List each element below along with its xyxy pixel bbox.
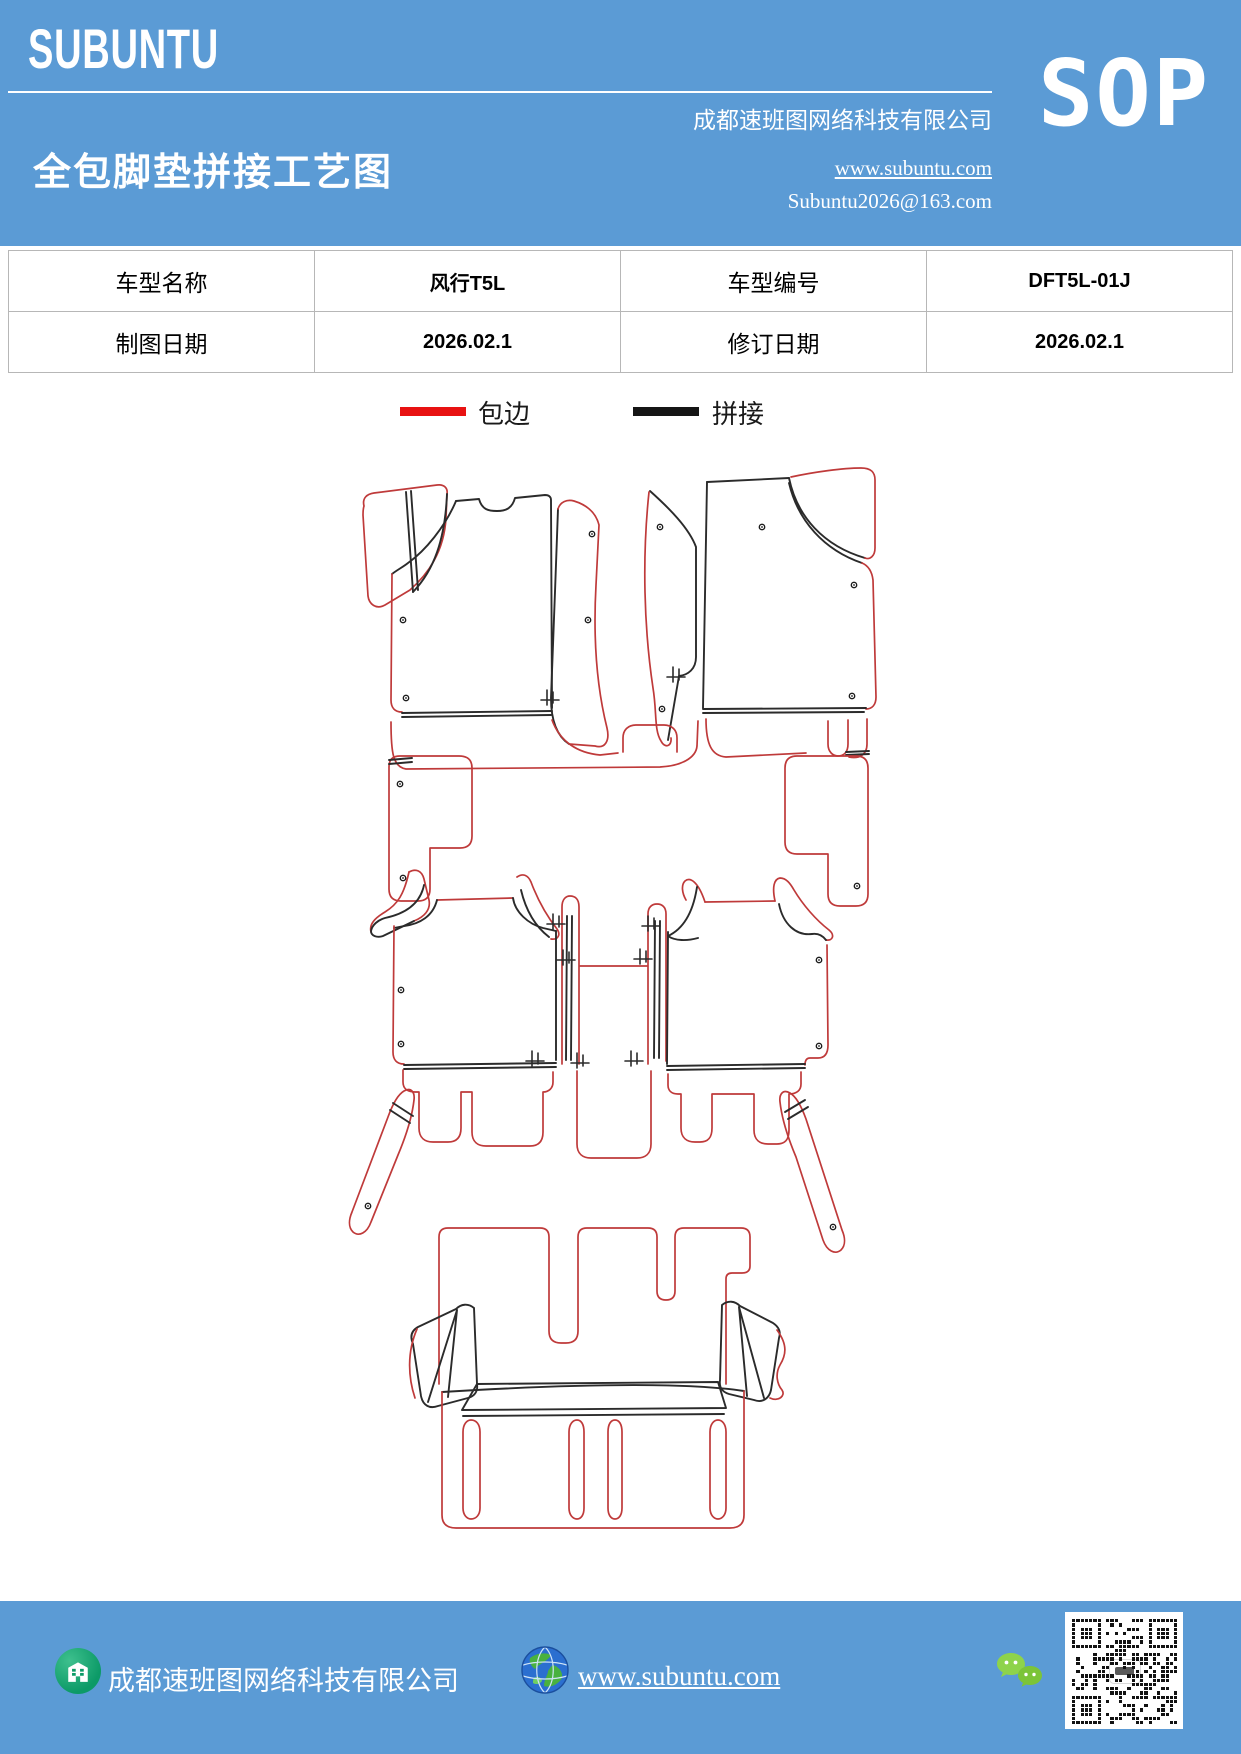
company-building-icon — [55, 1648, 101, 1694]
legend-swatch-edging — [400, 407, 466, 416]
mat-diagram — [348, 467, 877, 1529]
vehicle-code-value: DFT5L-01J — [926, 250, 1233, 312]
vehicle-name-label: 车型名称 — [8, 250, 315, 312]
right-sill-strip — [779, 1090, 846, 1253]
brand-logo: SUBUNTU — [28, 17, 219, 80]
third-row-left-heel-band — [402, 1069, 554, 1147]
rear-left-corner-piece — [408, 1303, 479, 1409]
second-row-right-mat — [647, 877, 834, 1071]
trunk-mat — [438, 1227, 751, 1385]
front-right-mat — [702, 467, 877, 714]
legend-label-stitching: 拼接 — [712, 400, 765, 429]
right-l-piece — [784, 755, 869, 907]
page-title: 全包脚垫拼接工艺图 — [33, 152, 394, 194]
front-left-heel-band — [390, 719, 699, 770]
stitch-stop-marks — [525, 666, 686, 1069]
center-tunnel-piece — [576, 965, 652, 1159]
header-website-link[interactable]: www.subuntu.com — [834, 156, 992, 180]
footer-website-link[interactable]: www.subuntu.com — [578, 1661, 781, 1691]
legend-label-edging: 包边 — [478, 400, 531, 429]
table-row: 车型名称 风行T5L 车型编号 DFT5L-01J — [8, 250, 1233, 312]
vehicle-name-value: 风行T5L — [314, 250, 621, 312]
rear-comb-piece — [441, 1384, 745, 1529]
info-table: 车型名称 风行T5L 车型编号 DFT5L-01J 制图日期 2026.02.1… — [8, 250, 1233, 373]
rivet-dots — [364, 523, 861, 1231]
globe-icon — [520, 1645, 570, 1695]
left-sill-strip — [348, 1088, 415, 1235]
revision-date-value: 2026.02.1 — [926, 311, 1233, 373]
header-rule — [8, 91, 992, 93]
rear-right-corner-piece — [718, 1300, 786, 1402]
header: SUBUNTU 成都速班图网络科技有限公司 全包脚垫拼接工艺图 www.subu… — [0, 0, 1241, 246]
wechat-icon — [996, 1651, 1044, 1698]
header-email: Subuntu2026@163.com — [787, 189, 992, 213]
front-left-flap-piece — [362, 484, 448, 608]
draw-date-value: 2026.02.1 — [314, 311, 621, 373]
header-company-name: 成都速班图网络科技有限公司 — [693, 108, 992, 133]
legend-swatch-stitching — [633, 407, 699, 416]
second-row-left-mat — [369, 869, 580, 1070]
draw-date-label: 制图日期 — [8, 311, 315, 373]
vehicle-code-label: 车型编号 — [620, 250, 927, 312]
table-row: 制图日期 2026.02.1 修订日期 2026.02.1 — [8, 311, 1233, 373]
rear-sill-band — [461, 1381, 727, 1417]
center-blade-piece — [643, 490, 697, 747]
sop-label: SOP — [1038, 40, 1211, 147]
legend: 包边 拼接 — [0, 394, 1241, 430]
front-right-heel-band — [705, 718, 870, 759]
qr-code — [1065, 1612, 1183, 1729]
front-left-mat — [390, 494, 553, 718]
footer: 成都速班图网络科技有限公司 www.subuntu.com — [0, 1601, 1241, 1754]
front-left-side-strip — [550, 499, 609, 748]
footer-company-name: 成都速班图网络科技有限公司 — [108, 1666, 459, 1696]
revision-date-label: 修订日期 — [620, 311, 927, 373]
